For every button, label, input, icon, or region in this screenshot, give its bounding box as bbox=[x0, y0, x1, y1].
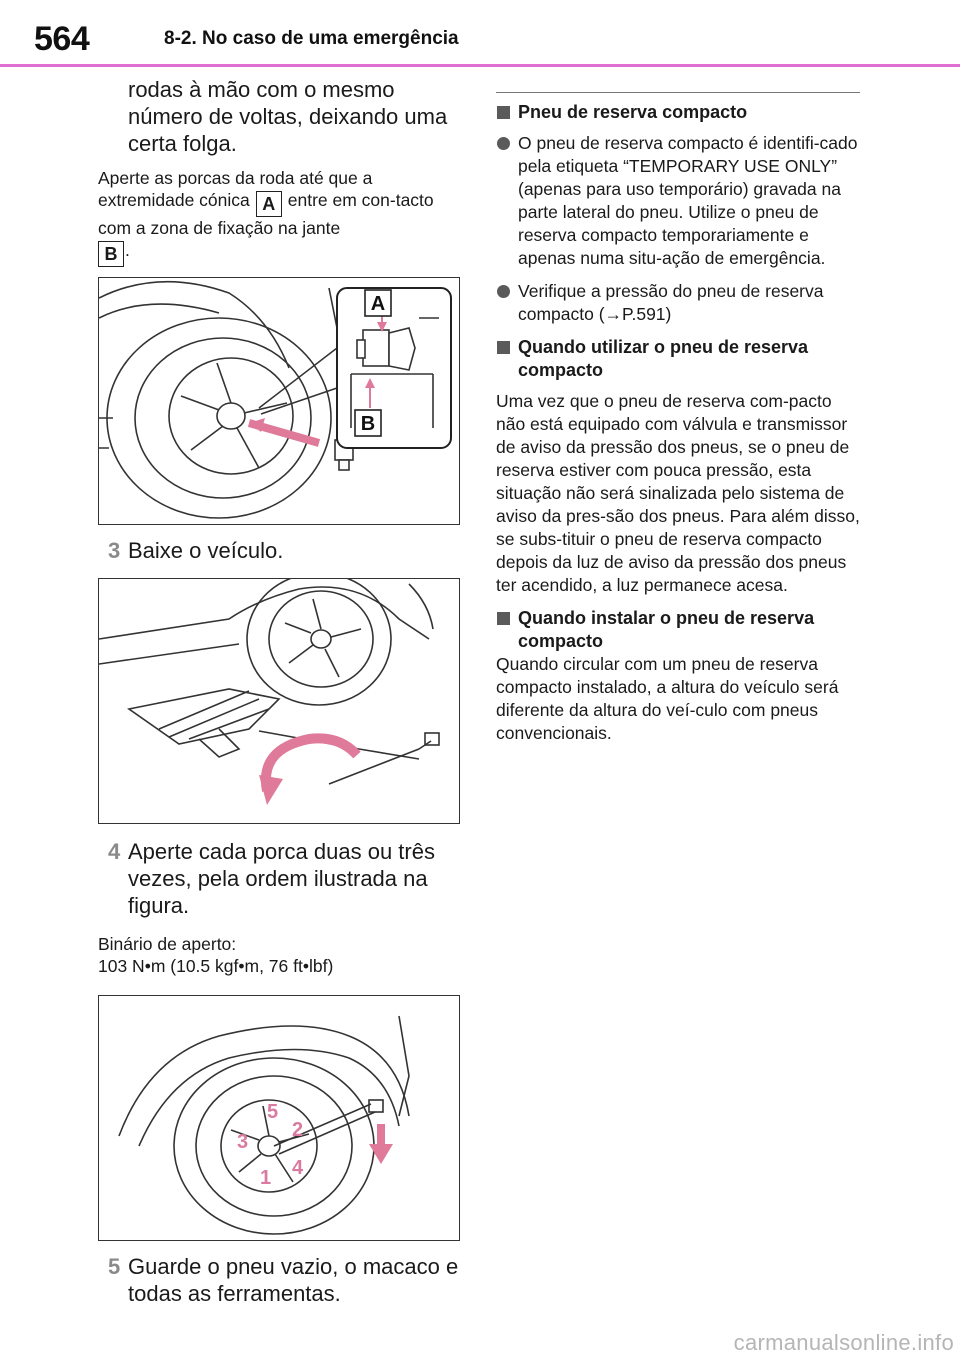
tightening-order-illustration: 1 2 3 4 5 bbox=[118, 1015, 410, 1235]
step-3-number: 3 bbox=[108, 538, 121, 563]
figure-label-b: B bbox=[361, 413, 375, 435]
heading-when-installing-text: Quando instalar o pneu de reserva compac… bbox=[518, 608, 815, 651]
figure-tightening-order: 1 2 3 4 5 bbox=[98, 995, 460, 1241]
step-5-number: 5 bbox=[108, 1254, 121, 1279]
heading-when-using: Quando utilizar o pneu de reserva compac… bbox=[496, 336, 860, 382]
step-4: 4 Aperte cada porca duas ou três vezes, … bbox=[98, 838, 462, 919]
step-3-text: Baixe o veículo. bbox=[128, 538, 284, 563]
wheel-nut-illustration: A B bbox=[99, 280, 452, 519]
tighten-note: Aperte as porcas da roda até que a extre… bbox=[98, 167, 462, 267]
continuation-text: rodas à mão com o mesmo número de voltas… bbox=[128, 77, 448, 156]
watermark: carmanualsonline.info bbox=[733, 1330, 954, 1355]
heading-compact-spare-text: Pneu de reserva compacto bbox=[518, 102, 748, 122]
tighten-note-part-2: entre em con-tacto com a zona de fixação… bbox=[98, 190, 434, 238]
torque-label: Binário de aperto: bbox=[98, 934, 237, 954]
square-bullet-icon bbox=[497, 106, 510, 119]
torque-value: 103 N•m (10.5 kgf•m, 76 ft•lbf) bbox=[98, 956, 334, 976]
heading-when-using-text: Quando utilizar o pneu de reserva compac… bbox=[518, 337, 809, 380]
step-4-text: Aperte cada porca duas ou três vezes, pe… bbox=[128, 839, 435, 918]
paragraph-when-installing: Quando circular com um pneu de reserva c… bbox=[496, 654, 839, 743]
right-column: Pneu de reserva compacto O pneu de reser… bbox=[496, 92, 860, 745]
figure-wheel-nut-detail: A B bbox=[98, 277, 460, 525]
page-header: 564 8-2. No caso de uma emergência bbox=[0, 0, 960, 67]
torque-spec: Binário de aperto: 103 N•m (10.5 kgf•m, … bbox=[98, 933, 462, 977]
bullet-pressure-check-text: Verifique a pressão do pneu de reserva c… bbox=[518, 281, 824, 324]
figure-lower-vehicle bbox=[98, 578, 460, 824]
figure-label-a: A bbox=[371, 293, 385, 315]
section-title: 8-2. No caso de uma emergência bbox=[164, 28, 459, 49]
jack-lowering-illustration bbox=[99, 579, 440, 805]
heading-when-installing: Quando instalar o pneu de reserva compac… bbox=[496, 607, 860, 653]
tighten-note-part-1: Aperte as porcas da roda até que a extre… bbox=[98, 168, 373, 210]
step-5: 5 Guarde o pneu vazio, o macaco e todas … bbox=[98, 1253, 462, 1307]
label-b-tag: B bbox=[98, 241, 124, 267]
order-number-4: 4 bbox=[292, 1157, 304, 1179]
step-5-text: Guarde o pneu vazio, o macaco e todas as… bbox=[128, 1254, 459, 1306]
step-3: 3 Baixe o veículo. bbox=[98, 537, 462, 564]
bullet-pressure-check: Verifique a pressão do pneu de reserva c… bbox=[496, 280, 860, 326]
heading-compact-spare: Pneu de reserva compacto bbox=[496, 101, 860, 124]
label-a-tag: A bbox=[255, 191, 282, 217]
order-number-3: 3 bbox=[237, 1131, 248, 1153]
circle-bullet-icon bbox=[497, 137, 510, 150]
order-number-5: 5 bbox=[267, 1101, 278, 1123]
page-number: 564 bbox=[34, 20, 90, 58]
order-number-2: 2 bbox=[292, 1119, 303, 1141]
left-column: rodas à mão com o mesmo número de voltas… bbox=[98, 76, 462, 1307]
bullet-identification-text: O pneu de reserva compacto é identifi-ca… bbox=[518, 133, 858, 268]
square-bullet-icon bbox=[497, 612, 510, 625]
circle-bullet-icon bbox=[497, 285, 510, 298]
step-4-number: 4 bbox=[108, 839, 121, 864]
tighten-note-part-3: . bbox=[125, 240, 130, 260]
square-bullet-icon bbox=[497, 341, 510, 354]
bullet-identification: O pneu de reserva compacto é identifi-ca… bbox=[496, 132, 860, 270]
paragraph-when-using: Uma vez que o pneu de reserva com-pacto … bbox=[496, 391, 860, 595]
order-number-1: 1 bbox=[260, 1167, 271, 1189]
